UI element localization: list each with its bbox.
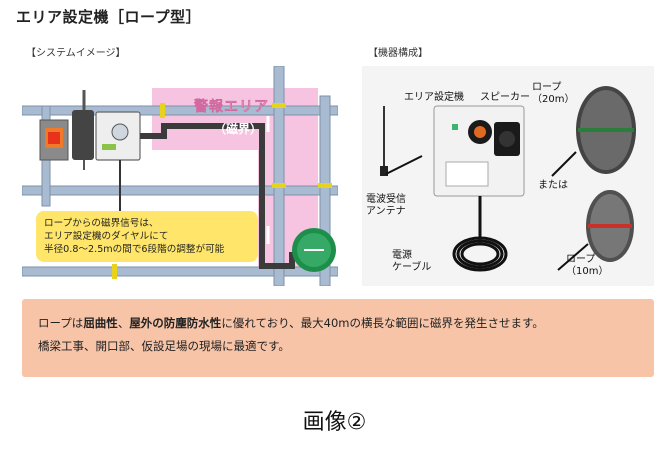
pipe-bottom [22, 266, 338, 277]
area-setter-unit [95, 111, 141, 161]
callout-line: ロープからの磁界信号は、 [44, 218, 159, 229]
system-section-label: 【システムイメージ】 [26, 48, 126, 59]
callout-line: エリア設定機のダイヤルにて [44, 231, 169, 242]
antenna-label: 電波受信 アンテナ [366, 194, 406, 218]
speaker-label: スピーカー [480, 92, 530, 103]
image-caption: 画像② [302, 410, 367, 435]
rope-20m-label-line: （20m） [532, 94, 575, 105]
description-text: 、 [117, 316, 130, 330]
or-label: または [538, 180, 568, 191]
power-cable-label-line: 電源 [392, 250, 412, 261]
power-cable-label: 電源 ケーブル [392, 250, 431, 274]
pipe-top [22, 105, 338, 116]
rope-10m-label-line: ロープ [566, 254, 596, 265]
page-title: エリア設定機［ロープ型］ [16, 8, 202, 26]
equipment-section-label: 【機器構成】 [368, 48, 428, 59]
description-text: に優れており、最大40mの横長な範囲に磁界を発生させます。 [221, 316, 544, 330]
equipment-photo: エリア設定機 スピーカー 電波受信 アンテナ 電源 ケーブル ロープ （20m）… [362, 66, 654, 286]
pipe-vertical-right [273, 66, 285, 286]
description-emphasis: 屋外の防塵防水性 [129, 316, 222, 330]
description-emphasis: 屈曲性 [83, 316, 118, 330]
description-text: ロープは [38, 316, 84, 330]
description-line-1: ロープは屈曲性、屋外の防塵防水性に優れており、最大40mの横長な範囲に磁界を発生… [38, 312, 638, 335]
system-diagram: 警報エリア （磁界） ロープからの磁界信号は、 エリア設定機のダイヤルにて 半径… [22, 66, 338, 286]
rope-reel-20m-image [551, 86, 636, 177]
power-cable-label-line: ケーブル [392, 262, 432, 273]
rope-20m-label: ロープ （20m） [532, 82, 574, 106]
speaker-image [494, 122, 520, 156]
rope-10m-label-line: （10m） [566, 266, 609, 277]
area-setter-label: エリア設定機 [404, 92, 464, 103]
rope-20m-label-line: ロープ [532, 82, 562, 93]
warning-light [39, 90, 94, 170]
power-cable-image [452, 196, 508, 272]
rope-reel-10m-image [557, 190, 634, 271]
antenna-image [380, 106, 423, 176]
callout-box: ロープからの磁界信号は、 エリア設定機のダイヤルにて 半径0.8〜2.5mの間で… [36, 211, 258, 262]
rope-reel [292, 228, 336, 272]
warning-area-sublabel: （磁界） [214, 122, 263, 136]
description-box: ロープは屈曲性、屋外の防塵防水性に優れており、最大40mの横長な範囲に磁界を発生… [22, 299, 654, 377]
pipe-vertical-far [319, 95, 331, 286]
antenna-label-line: 電波受信 [366, 194, 406, 205]
warning-area-label: 警報エリア [194, 99, 269, 115]
antenna-label-line: アンテナ [366, 206, 406, 217]
description-line-2: 橋梁工事、開口部、仮設足場の現場に最適です。 [38, 339, 290, 353]
rope-10m-label: ロープ （10m） [566, 254, 608, 278]
rope [140, 123, 295, 269]
callout-line: 半径0.8〜2.5mの間で6段階の調整が可能 [44, 244, 225, 255]
pipe-middle [22, 185, 338, 196]
